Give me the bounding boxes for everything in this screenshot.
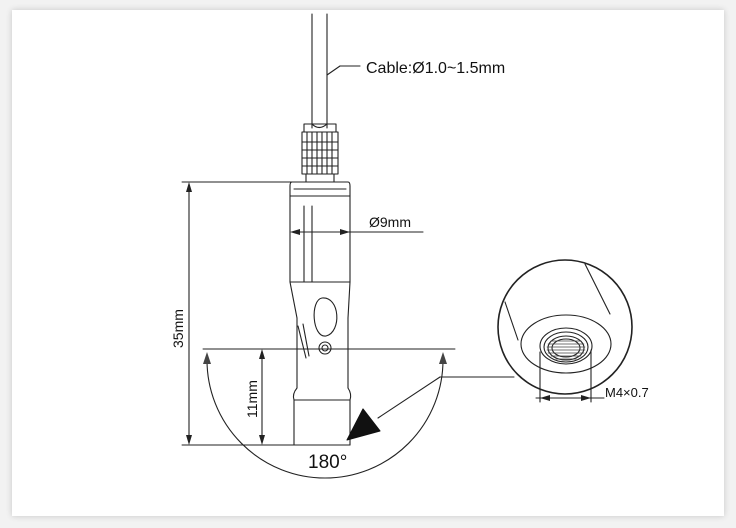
leader-arrowhead <box>346 408 381 441</box>
cable <box>311 13 328 129</box>
screw <box>318 341 332 355</box>
gripper-body <box>289 195 352 446</box>
detail-leader-arrow <box>377 376 515 419</box>
length-11mm-label: 11mm <box>244 380 260 418</box>
thread-hatch <box>546 340 586 360</box>
cable-leader-line <box>326 65 361 76</box>
collar <box>289 181 351 197</box>
release-lever <box>297 323 310 359</box>
diameter-label: Ø9mm <box>369 214 411 230</box>
thread-label: M4×0.7 <box>605 385 649 400</box>
rotation-arc <box>206 359 444 479</box>
thread-detail-view <box>497 259 633 395</box>
dimension-11mm <box>202 348 456 442</box>
length-35mm-label: 35mm <box>170 309 186 348</box>
rotation-label: 180° <box>308 452 347 473</box>
dimension-35mm <box>181 181 295 446</box>
knurled-nut <box>301 123 339 183</box>
cable-label: Cable:Ø1.0~1.5mm <box>366 60 505 77</box>
slot <box>313 297 338 337</box>
